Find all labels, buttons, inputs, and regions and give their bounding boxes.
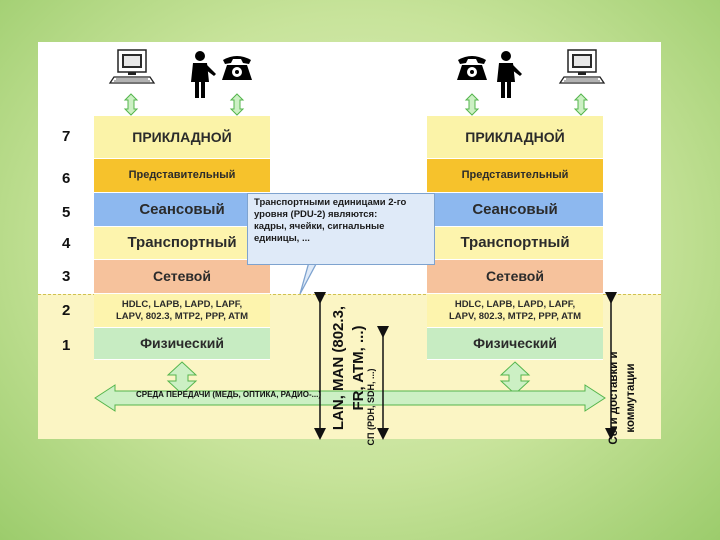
session-layer: Сеансовый <box>94 193 270 227</box>
datalink-protocols-line1: HDLC, LAPB, LAPD, LAPF, <box>121 299 243 311</box>
layer-number-3: 3 <box>62 268 71 285</box>
physical-medium-arrow <box>166 361 531 395</box>
pdu-callout: Транспортными единицами 2-го уровня (PDU… <box>247 193 435 265</box>
session-layer: Сеансовый <box>427 193 603 227</box>
layer-number-2: 2 <box>62 302 71 319</box>
person-icon <box>497 51 522 98</box>
physical-layer: Физический <box>94 328 270 360</box>
application-layer: ПРИКЛАДНОЙ <box>427 116 603 159</box>
layer-number-4: 4 <box>62 235 71 252</box>
callout-line-2: уровня (PDU-2) являются: <box>254 208 378 220</box>
person-icon <box>191 51 216 98</box>
network-layer: Сетевой <box>427 260 603 294</box>
sp-label: СП (PDH, SDH, ...) <box>366 368 376 446</box>
presentation-layer: Представительный <box>94 159 270 193</box>
transport-layer: Транспортный <box>427 227 603 260</box>
transport-layer: Транспортный <box>94 227 270 260</box>
computer-icon <box>559 49 605 84</box>
layer-number-6: 6 <box>62 170 71 187</box>
callout-line-1: Транспортными единицами 2-го <box>254 197 407 208</box>
network-layer: Сетевой <box>94 260 270 294</box>
osi-slide: 7 6 5 4 3 2 1 ПРИКЛАДНОЙ Представительны… <box>38 42 661 446</box>
datalink-layer: HDLC, LAPB, LAPD, LAPF, LAPV, 802.3, MTP… <box>94 294 270 328</box>
icon-link-arrow <box>123 93 589 116</box>
delivery-networks-label-line2: коммутации <box>624 363 637 433</box>
delivery-networks-label: Сети доставки и коммутации <box>606 332 646 464</box>
datalink-protocols-line2: LAPV, 802.3, MTP2, PPP, ATM <box>449 310 581 322</box>
callout-line-3: кадры, ячейки, сигнальные <box>254 220 385 232</box>
telephone-icon <box>222 56 252 80</box>
datalink-protocols-line2: LAPV, 802.3, MTP2, PPP, ATM <box>116 310 248 322</box>
callout-line-4: единицы, ... <box>254 232 310 244</box>
computer-icon <box>109 49 155 84</box>
application-layer: ПРИКЛАДНОЙ <box>94 116 270 159</box>
layer-number-1: 1 <box>62 337 71 354</box>
layer-number-5: 5 <box>62 204 71 221</box>
datalink-protocols-line1: HDLC, LAPB, LAPD, LAPF, <box>454 299 576 311</box>
physical-layer: Физический <box>427 328 603 360</box>
telephone-icon <box>457 56 487 80</box>
presentation-layer: Представительный <box>427 159 603 193</box>
datalink-layer: HDLC, LAPB, LAPD, LAPF, LAPV, 802.3, MTP… <box>427 294 603 328</box>
delivery-networks-label-line1: Сети доставки и <box>608 351 620 445</box>
transmission-medium-label: СРЕДА ПЕРЕДАЧИ (МЕДЬ, ОПТИКА, РАДИО-...) <box>136 390 322 399</box>
layer-number-7: 7 <box>62 128 71 145</box>
lan-man-label-line1: LAN, MAN (802.3, <box>330 305 347 431</box>
